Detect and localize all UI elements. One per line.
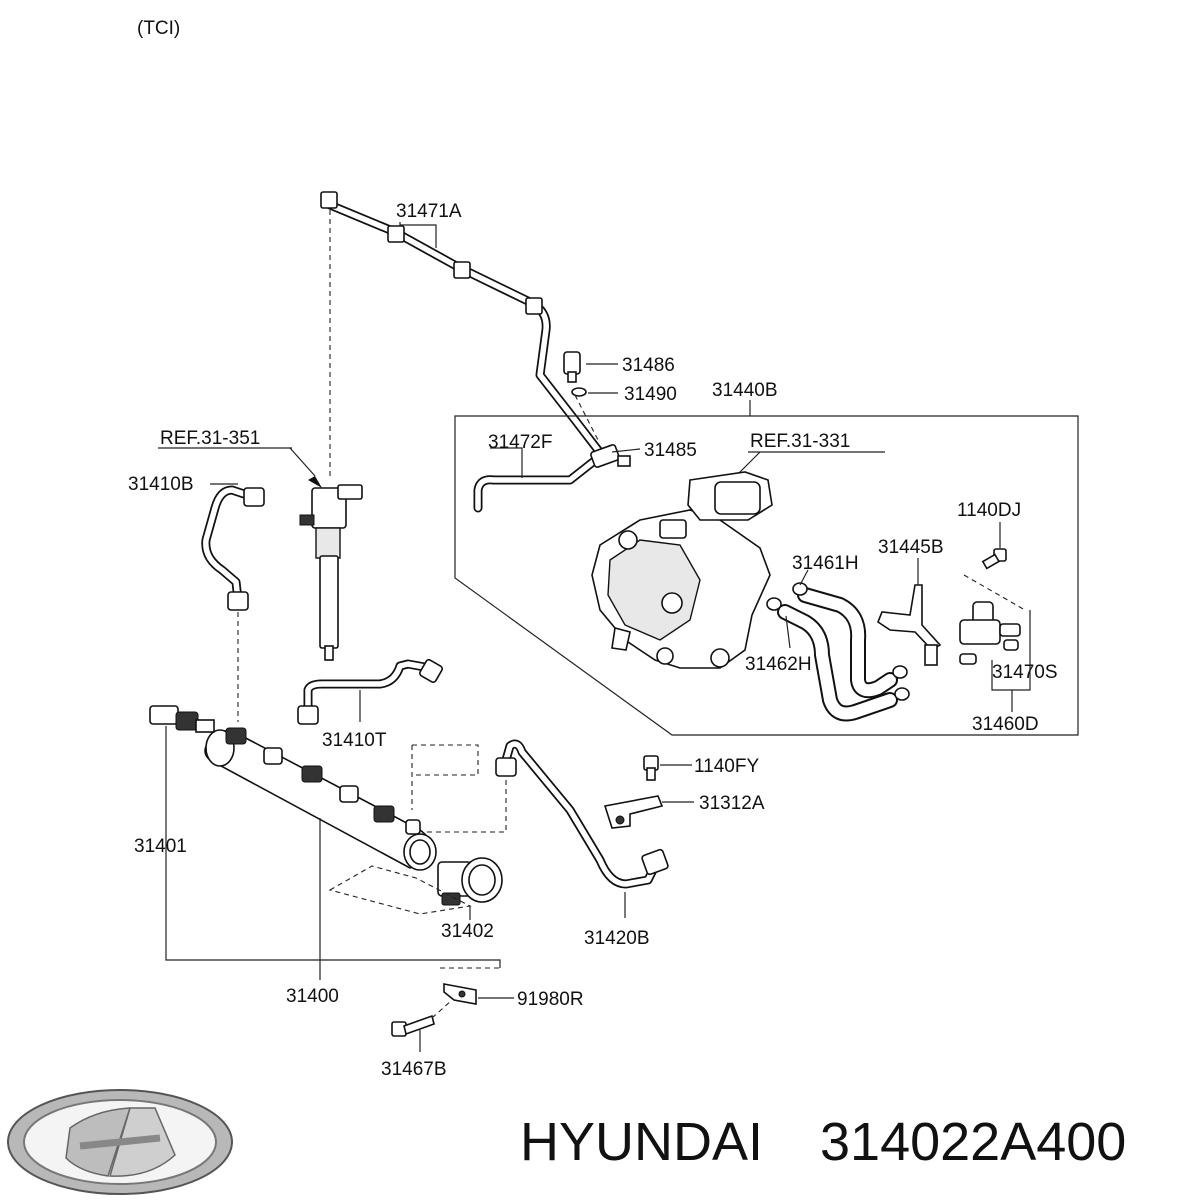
label-31401: 31401 xyxy=(134,836,187,857)
pipe-31410t xyxy=(297,659,443,725)
label-31312a: 31312A xyxy=(699,793,765,814)
label-31402: 31402 xyxy=(441,921,494,942)
label-31472f: 31472F xyxy=(488,432,552,453)
fuel-rail-31400 xyxy=(204,727,437,871)
brand-name: HYUNDAI xyxy=(520,1112,763,1172)
assembly-frame-31440b xyxy=(454,415,1079,736)
hose-31461h xyxy=(797,587,898,699)
part-number: 314022A400 xyxy=(820,1112,1126,1172)
label-31445b: 31445B xyxy=(878,537,944,558)
label-31490: 31490 xyxy=(624,384,677,405)
label-31410b: 31410B xyxy=(128,474,194,495)
label-31400: 31400 xyxy=(286,986,339,1007)
pipe-31410b xyxy=(201,485,265,611)
bolt-31467b xyxy=(391,1014,435,1037)
bolt-1140fy xyxy=(643,755,659,781)
valve-31470s xyxy=(959,601,1021,665)
label-31410t: 31410T xyxy=(322,730,387,751)
label-31471a: 31471A xyxy=(396,201,462,222)
hose-clamp xyxy=(792,582,808,596)
label-31467b: 31467B xyxy=(381,1059,447,1080)
pressure-valve-31402 xyxy=(437,857,503,906)
label-1140dj: 1140DJ xyxy=(957,500,1021,521)
bracket-91980r xyxy=(443,983,477,1005)
label-31460d: 31460D xyxy=(972,714,1039,735)
label-31470s: 31470S xyxy=(992,662,1058,683)
injector xyxy=(299,484,363,661)
variant-label: (TCI) xyxy=(137,18,180,39)
banjo-bolt-31486 xyxy=(563,351,587,397)
rail-pressure-sensor-31401 xyxy=(149,705,215,733)
hose-clamp xyxy=(894,687,910,701)
bolt-1140dj xyxy=(981,548,1007,570)
hose-clamp xyxy=(766,597,782,611)
label-91980r: 91980R xyxy=(517,989,584,1010)
label-31440b: 31440B xyxy=(712,380,778,401)
hose-31462h xyxy=(777,604,898,722)
leak-pipe-31472f xyxy=(473,453,603,513)
label-ref-31-351: REF.31-351 xyxy=(160,428,260,449)
bracket-31445b xyxy=(877,584,942,666)
clip-31312a xyxy=(603,795,664,829)
hyundai-logo xyxy=(7,1089,233,1195)
label-31462h: 31462H xyxy=(745,654,812,675)
fuel-pump xyxy=(591,471,773,669)
label-31420b: 31420B xyxy=(584,928,650,949)
hose-clamp xyxy=(892,665,908,679)
label-31485: 31485 xyxy=(644,440,697,461)
connector-31485 xyxy=(590,444,631,468)
label-31461h: 31461H xyxy=(792,553,859,574)
return-line-31471a xyxy=(320,191,603,455)
leader-31471a xyxy=(400,224,437,248)
label-1140fy: 1140FY xyxy=(694,756,759,777)
pipe-31420b xyxy=(495,739,669,889)
label-ref-31-331: REF.31-331 xyxy=(750,431,850,452)
label-31486: 31486 xyxy=(622,355,675,376)
